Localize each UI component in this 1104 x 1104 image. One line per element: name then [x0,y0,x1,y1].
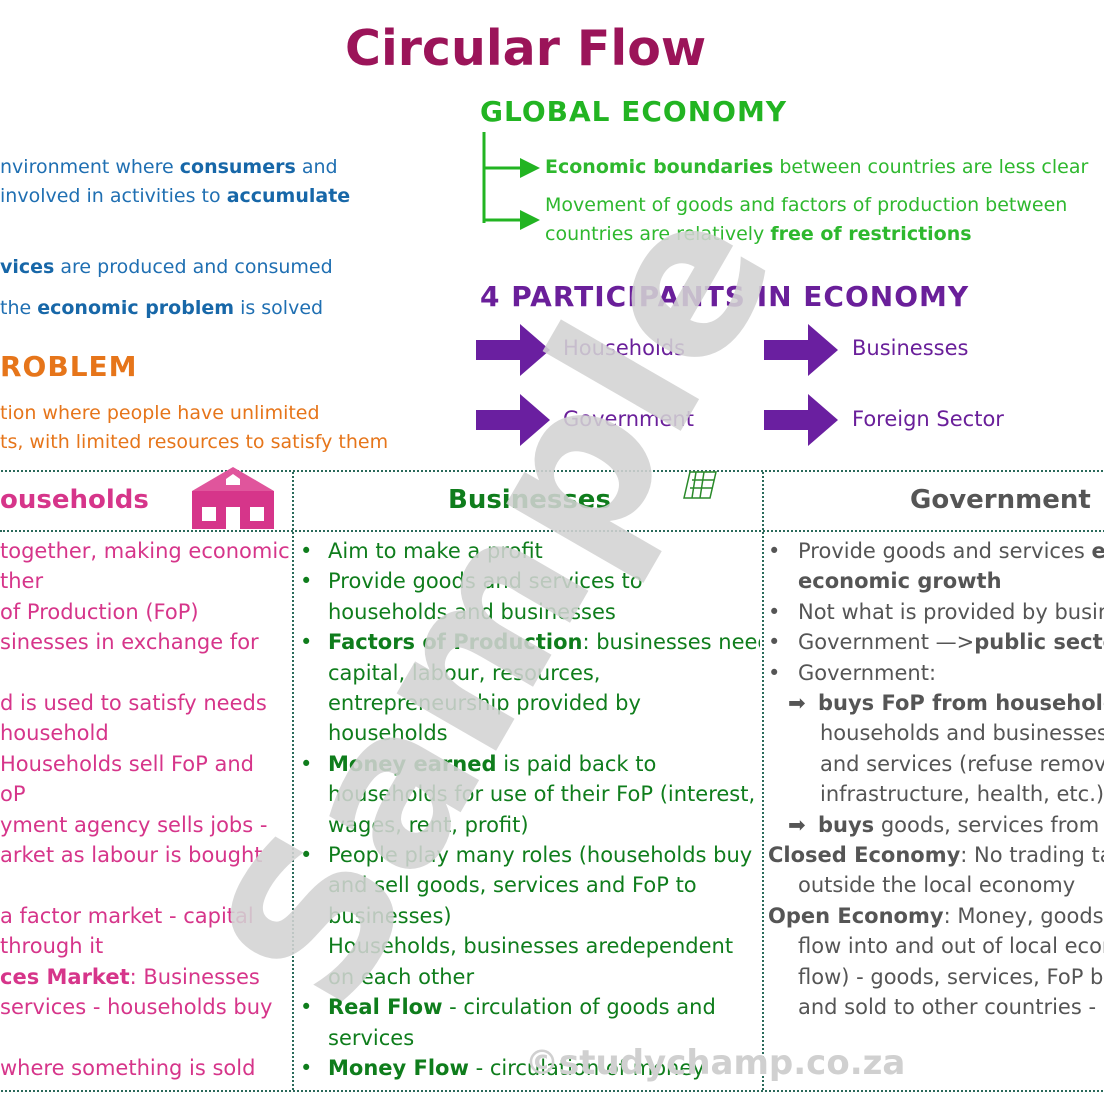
households-line: ces Market: Businesses [0,964,260,989]
participant-businesses: Businesses [852,336,969,360]
arrow-right-icon [764,324,838,376]
arrow-right-icon [476,394,550,446]
households-line: services - households buy [0,995,273,1020]
businesses-line: •Money Flow - circulation of money [300,1055,705,1080]
businesses-line: •People play many roles (households buy [300,843,753,868]
intro-line-2: involved in activities to accumulate [0,185,351,207]
participant-government: Government [563,407,694,431]
households-line: yment agency sells jobs - [0,812,268,837]
government-column: •Provide goods and services es economic g… [768,536,1104,1023]
global-item-2-line-1: Movement of goods and factors of product… [545,194,1068,216]
flow-table [0,470,1104,1092]
arrow-right-icon [520,210,540,230]
copyright-text: ©studychamp.co.za [525,1043,906,1083]
households-line: a factor market - capital [0,903,254,928]
businesses-line: households [328,721,448,746]
businesses-line: households for use of their FoP (interes… [328,782,756,807]
businesses-line: •Money earned is paid back to [300,751,657,776]
arrow-right-icon [764,394,838,446]
businesses-line: •Real Flow - circulation of goods and [300,995,716,1020]
intro-line-4: the economic problem is solved [0,297,324,319]
businesses-line: businesses) [328,903,452,928]
households-line: Households sell FoP and [0,751,254,776]
participant-foreign-sector: Foreign Sector [852,407,1004,431]
households-line [0,870,290,900]
global-item-2-line-2: countries are relatively free of restric… [545,223,972,245]
global-item-1: Economic boundaries between countries ar… [545,156,1089,178]
government-line: households and businesses [820,721,1104,746]
government-line: infrastructure, health, etc.) [820,782,1104,807]
government-line: •Provide goods and services es [768,539,1104,563]
government-line: economic growth [798,569,1002,594]
households-line: of Production (FoP) [0,599,199,624]
government-line: outside the local economy [798,873,1076,898]
businesses-line: capital, labour, resources, [328,660,601,685]
problem-line-1: tion where people have unlimited [0,402,320,424]
government-line: flow into and out of local econom [798,934,1104,959]
households-column: together, making economic ther of Producti… [0,536,290,1083]
households-line: together, making economic [0,539,290,563]
businesses-header: Businesses [448,485,611,515]
government-line: ➡buys goods, services from b [768,810,1104,840]
businesses-line: and sell goods, services and FoP to [328,873,697,898]
businesses-column: •Aim to make a profit •Provide goods and … [300,536,760,1083]
businesses-line: •Provide goods and services to [300,569,643,594]
businesses-line: services [328,1025,415,1050]
households-line: where something is sold [0,1055,256,1080]
government-line: flow) - goods, services, FoP boug [798,964,1104,989]
businesses-line: Households, businesses aredependent [328,934,734,959]
businesses-line: households and businesses [328,599,616,624]
problem-line-2: ts, with limited resources to satisfy th… [0,431,389,453]
businesses-line: •Aim to make a profit [300,539,543,563]
households-line [0,1023,290,1053]
households-line: through it [0,934,104,959]
businesses-line: on each other [328,964,475,989]
businesses-line: wages, rent, profit) [328,812,529,837]
page-title: Circular Flow [345,20,707,77]
government-header: Government [910,485,1091,515]
global-heading: GLOBAL ECONOMY [480,95,788,128]
households-line: ther [0,569,44,594]
government-line: and services (refuse removal [820,751,1104,776]
government-line: •Government: [768,660,937,685]
problem-heading: ROBLEM [0,350,138,383]
government-line: and sold to other countries - Fore [798,995,1104,1020]
households-line: arket as labour is bought [0,843,263,868]
building-icon [683,471,717,499]
households-line [0,658,290,688]
households-line: oP [0,782,26,807]
arrow-right-icon [520,158,540,178]
intro-line-1: nvironment where consumers and [0,156,338,178]
households-header: ouseholds [0,485,149,515]
government-line: Open Economy: Money, goods, [768,903,1104,928]
house-icon [192,467,274,529]
government-line: •Not what is provided by busin [768,599,1104,624]
households-line: d is used to satisfy needs [0,691,267,716]
arrow-right-icon: ➡ [788,691,806,716]
participants-heading: 4 PARTICIPANTS IN ECONOMY [480,280,970,313]
global-bracket [482,132,540,230]
government-line: Closed Economy: No trading tak [768,843,1104,868]
participant-households: Households [563,336,686,360]
government-line: ➡buys FoP from households; [768,688,1104,718]
arrow-right-icon: ➡ [788,812,806,837]
arrow-right-icon [476,324,550,376]
intro-line-3: vices are produced and consumed [0,256,333,278]
households-line: household [0,721,109,746]
businesses-line: •Factors of Production: businesses need [300,630,760,655]
government-line: •Government —>public sector [768,630,1104,655]
businesses-line: entrepreneurship provided by [328,691,641,716]
households-line: sinesses in exchange for [0,630,259,655]
